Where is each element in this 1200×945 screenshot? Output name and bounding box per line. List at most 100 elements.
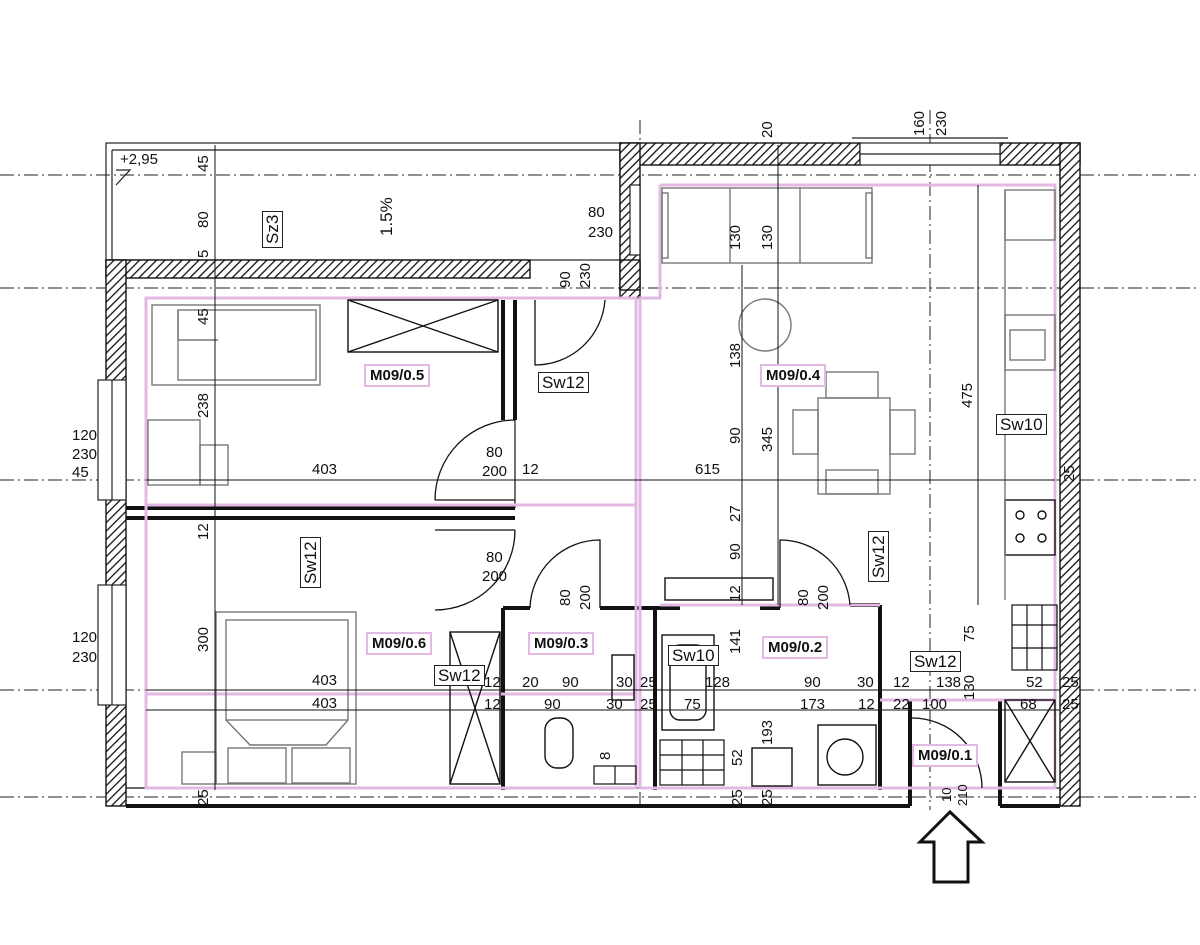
dim-label: 90 — [727, 427, 744, 444]
wall-tag-sw10: Sw10 — [668, 645, 719, 666]
interior-walls — [126, 300, 1060, 808]
dim-label: 130 — [727, 224, 744, 250]
room-label-m09-0-1: M09/0.1 — [912, 744, 979, 767]
wall-tag-sw12: Sw12 — [868, 531, 889, 582]
dim-label: 200 — [815, 584, 832, 610]
dim-label: 230 — [577, 262, 594, 288]
dim-label: 90 — [544, 696, 561, 713]
dim-label: 160 — [911, 110, 928, 136]
dim-label: 615 — [695, 461, 721, 478]
dim-label: 230 — [72, 649, 98, 666]
dim-label: 12 — [484, 696, 501, 713]
dim-label: 12 — [727, 585, 744, 602]
dim-label: 210 — [955, 784, 970, 806]
room-label-m09-0-6: M09/0.6 — [366, 632, 433, 655]
dim-label: 300 — [195, 626, 212, 652]
dim-label: 403 — [312, 461, 338, 478]
dim-label: 25 — [195, 789, 212, 806]
dim-label: 27 — [727, 505, 744, 522]
dim-label: 45 — [72, 464, 89, 481]
wall-tag-sw12: Sw12 — [538, 372, 589, 393]
dim-label: 80 — [795, 589, 812, 606]
dim-label: 80 — [588, 204, 605, 221]
dim-label: 80 — [557, 589, 574, 606]
dim-label: 90 — [562, 674, 579, 691]
dim-label: 45 — [195, 155, 212, 172]
dim-label: 173 — [800, 696, 826, 713]
room-label-m09-0-3: M09/0.3 — [528, 632, 595, 655]
dim-label: 20 — [522, 674, 539, 691]
dim-label: 200 — [482, 463, 508, 480]
dim-label: 138 — [727, 342, 744, 368]
dim-label: 12 — [858, 696, 875, 713]
dim-label: 25 — [1061, 465, 1078, 482]
wall-tag-sw12: Sw12 — [300, 537, 321, 588]
dim-label: 75 — [961, 625, 978, 642]
dim-label: 30 — [857, 674, 874, 691]
dim-label: 200 — [577, 584, 594, 610]
room-label-m09-0-4: M09/0.4 — [760, 364, 827, 387]
room-label-m09-0-5: M09/0.5 — [364, 364, 431, 387]
dim-label: 193 — [759, 719, 776, 745]
slope-label: 1.5% — [377, 197, 396, 236]
dim-label: 128 — [705, 674, 731, 691]
dim-label: 12 — [893, 674, 910, 691]
dim-label: 238 — [195, 392, 212, 418]
dim-label: 230 — [588, 224, 614, 241]
level-marker: +2,95 — [120, 151, 158, 168]
dim-label: 22 — [893, 696, 910, 713]
dim-label: 20 — [759, 121, 776, 138]
dim-label: 25 — [1062, 674, 1079, 691]
dim-label: 230 — [933, 110, 950, 136]
dim-label: 30 — [606, 696, 623, 713]
dim-label: 90 — [727, 543, 744, 560]
dim-label: 12 — [484, 674, 501, 691]
balcony — [105, 142, 621, 261]
wall-tag-sw12: Sw12 — [434, 665, 485, 686]
dim-label: 52 — [1026, 674, 1043, 691]
dim-label: 45 — [195, 308, 212, 325]
dim-label: 12 — [522, 461, 539, 478]
dim-label: 68 — [1020, 696, 1037, 713]
dim-label: 141 — [727, 628, 744, 654]
doors — [434, 299, 983, 789]
dim-label: 475 — [959, 382, 976, 408]
dim-label: 80 — [486, 549, 503, 566]
dim-label: 10 — [939, 787, 954, 802]
dim-label: 80 — [195, 211, 212, 228]
entrance-arrow-icon — [916, 809, 986, 884]
shaft-boxes — [593, 604, 1058, 786]
dim-label: 130 — [759, 224, 776, 250]
dim-label: 75 — [684, 696, 701, 713]
dim-label: 403 — [312, 695, 338, 712]
dim-label: 25 — [729, 789, 746, 806]
dim-label: 100 — [922, 696, 948, 713]
dim-label: 52 — [729, 749, 746, 766]
room-label-m09-0-2: M09/0.2 — [762, 636, 829, 659]
dim-label: 5 — [195, 249, 212, 258]
dim-label: 403 — [312, 672, 338, 689]
dim-label: 130 — [961, 674, 978, 700]
dim-label: 120 — [72, 427, 98, 444]
dim-label: 12 — [195, 523, 212, 540]
dim-label: 25 — [640, 696, 657, 713]
dim-label: 138 — [936, 674, 962, 691]
dim-label: 8 — [597, 751, 614, 760]
wall-tag-sw10: Sw10 — [996, 414, 1047, 435]
dim-label: 25 — [640, 674, 657, 691]
dim-label: 90 — [804, 674, 821, 691]
dim-label: 25 — [1062, 696, 1079, 713]
dim-label: 345 — [759, 426, 776, 452]
room-boundaries — [144, 183, 1057, 790]
dim-label: 200 — [482, 568, 508, 585]
balcony-tag: Sz3 — [262, 210, 283, 248]
dim-label: 230 — [72, 446, 98, 463]
dim-label: 120 — [72, 629, 98, 646]
furniture — [147, 187, 1056, 787]
wall-tag-sw12: Sw12 — [910, 651, 961, 672]
dim-label: 80 — [486, 444, 503, 461]
dim-label: 90 — [557, 271, 574, 288]
dim-label: 25 — [759, 789, 776, 806]
windows — [97, 137, 1008, 706]
